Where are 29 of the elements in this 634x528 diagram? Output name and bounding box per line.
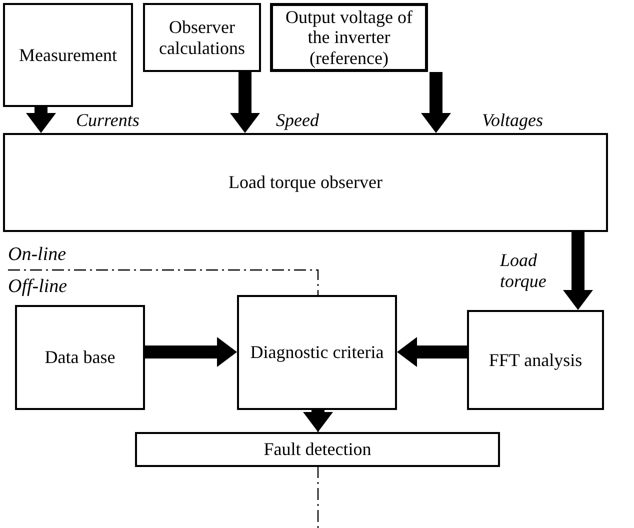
- arrow: [26, 107, 56, 133]
- edge-label: Voltages: [482, 110, 543, 131]
- process-box: [15, 305, 145, 410]
- process-box: [467, 310, 604, 410]
- box-label: Data base: [44, 347, 116, 368]
- edge-label: Speed: [276, 110, 319, 131]
- arrow: [421, 72, 451, 133]
- box-label: Diagnostic criteria: [250, 342, 384, 363]
- box-label: Fault detection: [264, 439, 372, 460]
- process-box: [143, 3, 261, 72]
- process-box: [237, 295, 397, 410]
- process-box: [270, 3, 428, 72]
- box-label: Load torque observer: [228, 172, 382, 193]
- arrow: [397, 337, 467, 367]
- box-label: Measurement: [19, 44, 117, 66]
- region-label: On-line: [8, 244, 66, 266]
- process-box: [3, 133, 608, 232]
- process-box: [3, 3, 133, 107]
- edge-label: Load torque: [500, 250, 548, 292]
- arrow: [230, 72, 260, 133]
- arrow: [303, 410, 333, 432]
- arrow: [145, 337, 237, 367]
- region-label: Off-line: [8, 276, 68, 298]
- box-label: Observer calculations: [158, 17, 246, 58]
- edge-label: Currents: [76, 110, 140, 131]
- process-box: [135, 432, 500, 467]
- box-label: FFT analysis: [488, 350, 582, 370]
- arrow: [563, 232, 593, 310]
- box-label: Output voltage of the inverter (reference): [284, 7, 414, 68]
